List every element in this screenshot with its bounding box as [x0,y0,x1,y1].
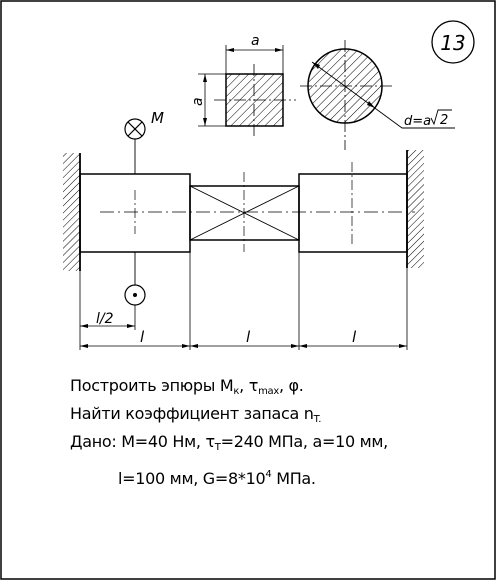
dim-half-length: l/2 [79,271,136,350]
moment-label: M [151,109,164,127]
dim-lengths: l l l [80,328,407,348]
square-section: a a [190,33,296,138]
sqrt-argument: 2 [440,113,448,128]
shaft-segment-middle [189,185,300,241]
problem-number-badge: 13 [431,20,475,64]
task-line-2: Найти коэффициент запаса nT. [70,404,322,425]
dim-label-half-length: l/2 [96,311,114,327]
left-wall [63,153,81,271]
problem-number: 13 [440,31,465,55]
round-section: d=a 2 [300,40,455,150]
right-wall [406,150,424,268]
torque-symbol-in: M [124,109,164,174]
dim-label-length-2: l [246,328,251,346]
dim-label-a-left: a [190,97,206,106]
sqrt-sign [430,109,452,126]
torque-symbol-out [124,252,146,306]
dim-label-length-3: l [352,328,357,346]
task-line-4: l=100 мм, G=8*104 МПа. [118,469,316,488]
task-line-1: Построить эпюры Mк, τmax, φ. [70,376,304,397]
diameter-label: d=a [404,114,431,129]
task-line-3: Дано: M=40 Нм, τT=240 МПа, a=10 мм, [70,432,388,453]
dim-label-length-1: l [140,328,145,346]
shaft-segment-right [298,173,408,253]
dim-label-a-top: a [251,33,260,49]
